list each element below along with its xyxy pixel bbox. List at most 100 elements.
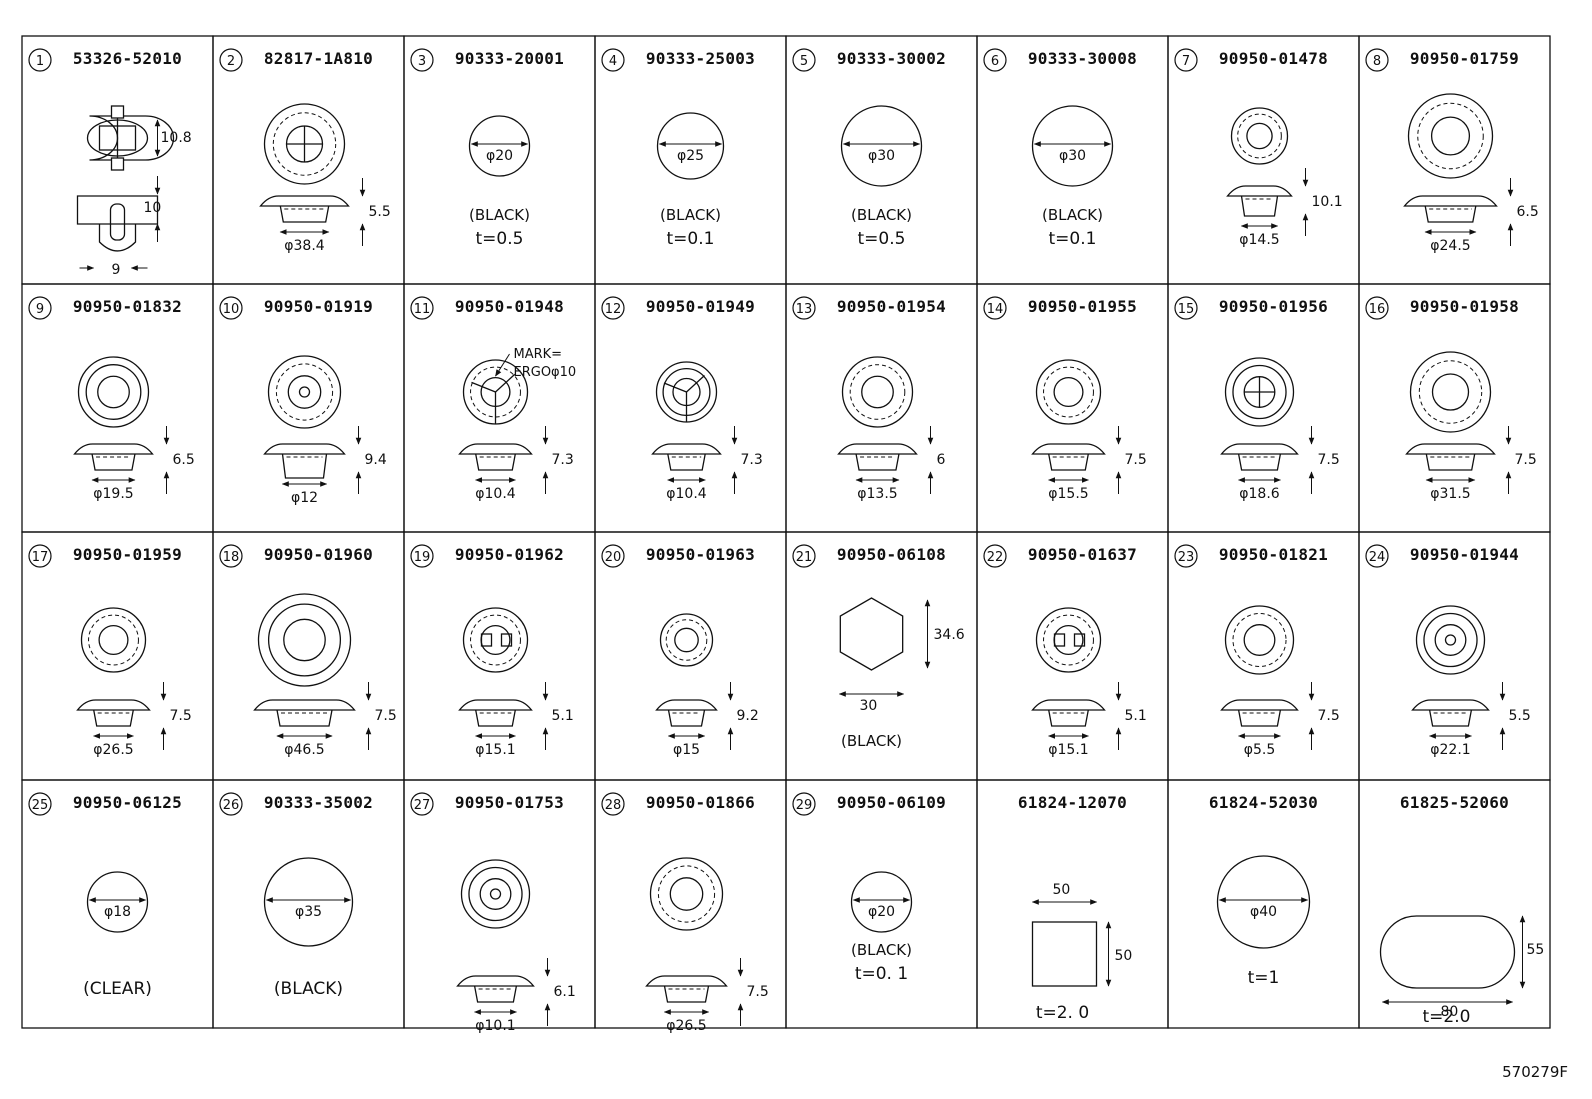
part-number: 90333-30002 <box>837 49 946 68</box>
index-number-circle <box>1365 296 1389 320</box>
grommet-inner-ring <box>674 627 699 653</box>
flange-profile <box>1031 443 1106 455</box>
index-number: 15 <box>1178 302 1195 317</box>
grommet-inner-ring <box>98 624 129 656</box>
grommet-center-hole <box>489 888 502 900</box>
grommet-outer-ring <box>267 355 342 429</box>
part-number: 90950-01963 <box>646 545 755 564</box>
index-number: 27 <box>414 798 431 813</box>
flange-profile <box>263 443 346 455</box>
index-number-circle <box>219 48 243 72</box>
plug-disc <box>850 871 913 933</box>
flange-profile <box>253 699 356 711</box>
grommet-outer-ring <box>257 593 352 687</box>
index-number-circle <box>792 792 816 816</box>
flange-profile <box>837 443 918 455</box>
part-number: 90950-01958 <box>1410 297 1519 316</box>
clip-window <box>1053 633 1066 647</box>
note-text: (BLACK) <box>660 206 721 224</box>
index-number-circle <box>983 48 1007 72</box>
height-label: 7.5 <box>1125 452 1147 468</box>
grommet-inner-ring <box>1053 376 1084 408</box>
clip-window <box>480 633 493 647</box>
diameter-label: φ26.5 <box>666 1018 706 1034</box>
diameter-label: φ22.1 <box>1430 742 1470 758</box>
part-number: 90333-20001 <box>455 49 564 68</box>
grommet-outer-ring <box>1224 357 1295 427</box>
diameter-label: φ15.1 <box>1048 742 1088 758</box>
part-number: 90950-01919 <box>264 297 373 316</box>
part-cell-background <box>977 780 1168 1028</box>
index-number-circle <box>1174 296 1198 320</box>
part-number: 90950-01960 <box>264 545 373 564</box>
diameter-label: φ25 <box>677 148 704 164</box>
part-number: 90950-06108 <box>837 545 946 564</box>
height-label: 55 <box>1527 942 1545 958</box>
grommet-inner-ring <box>97 375 130 409</box>
index-number-circle <box>792 544 816 568</box>
flange-profile <box>73 443 154 455</box>
diameter-label: φ35 <box>295 904 322 920</box>
hexagon-plug <box>839 597 904 671</box>
part-number: 90950-01637 <box>1028 545 1137 564</box>
index-number: 26 <box>223 798 240 813</box>
grommet-mid-ring <box>1237 113 1282 159</box>
part-number: 53326-52010 <box>73 49 182 68</box>
grommet-outer-ring <box>1407 93 1494 179</box>
height-label: 7.5 <box>375 708 397 724</box>
diameter-label: φ15.1 <box>475 742 515 758</box>
grommet-inner-ring <box>1431 373 1470 411</box>
note-text: (BLACK) <box>469 206 530 224</box>
height-label: 7.5 <box>1515 452 1537 468</box>
clip-tab <box>110 105 125 119</box>
grommet-inner-ring <box>287 375 322 409</box>
part-number: 90950-01959 <box>73 545 182 564</box>
part-number: 90333-25003 <box>646 49 755 68</box>
part-number: 90333-30008 <box>1028 49 1137 68</box>
square-plug <box>1031 921 1098 987</box>
flange-profile <box>1403 195 1498 207</box>
part-number: 90950-01832 <box>73 297 182 316</box>
part-number: 90950-01955 <box>1028 297 1137 316</box>
part-number: 90950-06109 <box>837 793 946 812</box>
grommet-mid-ring <box>1043 614 1094 666</box>
height-label: 7.5 <box>1318 452 1340 468</box>
part-cell-border <box>1358 779 1551 1029</box>
index-number: 1 <box>36 54 44 69</box>
grommet-mid-ring <box>470 614 521 666</box>
part-number: 90333-35002 <box>264 793 373 812</box>
index-number: 6 <box>991 54 999 69</box>
height-label: 5.1 <box>552 708 574 724</box>
grommet-mid-ring <box>665 619 708 661</box>
clip-leg <box>98 224 137 252</box>
height-label: 10 <box>144 200 162 216</box>
grommet-mid-ring <box>1232 364 1287 420</box>
index-number-circle <box>410 296 434 320</box>
part-cell-background <box>1359 780 1550 1028</box>
grommet-inner-ring <box>1243 624 1276 656</box>
grommet-outer-ring <box>1224 605 1295 675</box>
index-number: 16 <box>1369 302 1386 317</box>
oval-plug <box>1379 915 1516 989</box>
index-number-circle <box>601 544 625 568</box>
diameter-label: φ18.6 <box>1239 486 1280 502</box>
index-number-circle <box>1174 48 1198 72</box>
part-number: 90950-06125 <box>73 793 182 812</box>
note-text: t=2. 0 <box>1036 1003 1089 1023</box>
index-number-circle <box>219 544 243 568</box>
grommet-mid-ring <box>272 112 337 176</box>
height-label: 50 <box>1115 948 1133 964</box>
index-number-circle <box>601 48 625 72</box>
